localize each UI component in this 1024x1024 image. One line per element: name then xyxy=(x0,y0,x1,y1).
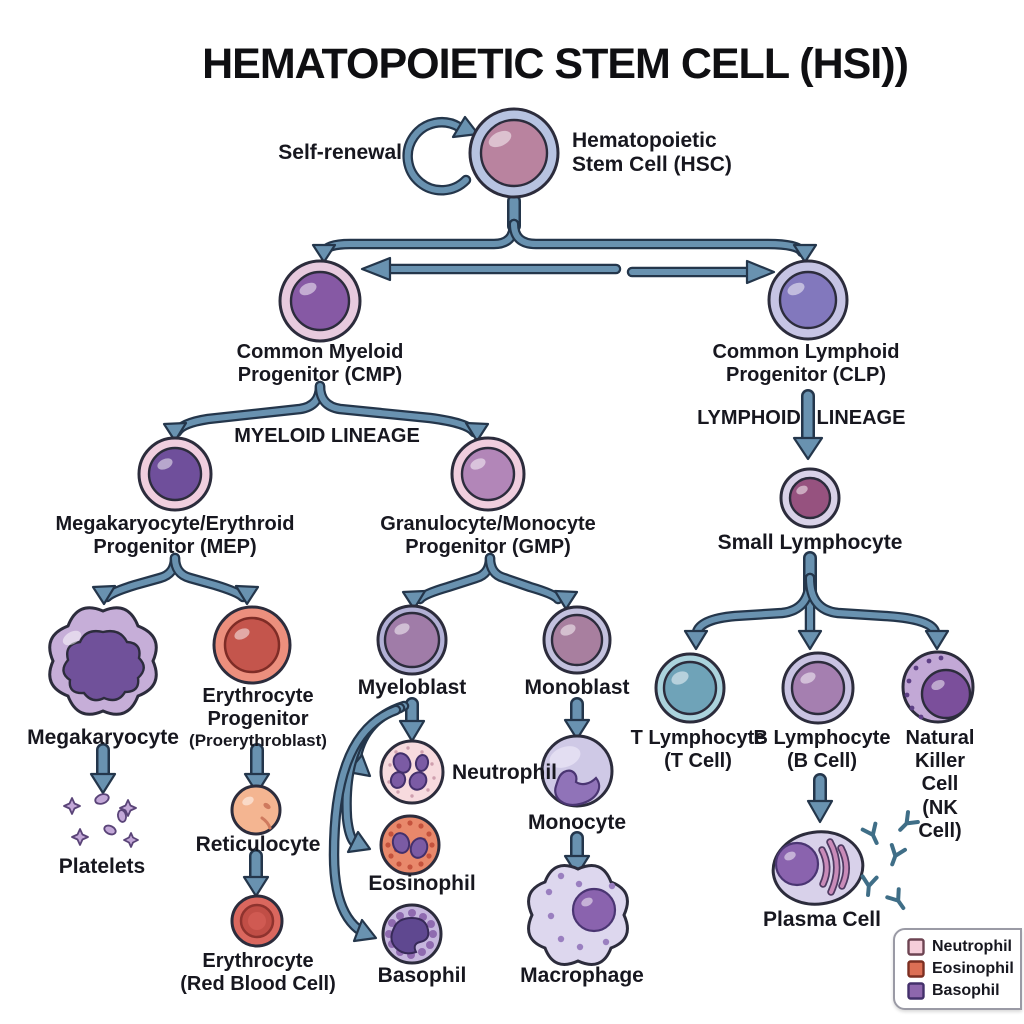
nk-cell-label: Natural Killer Cell (NK Cell) xyxy=(905,727,975,842)
nk-cell-icon xyxy=(901,650,975,724)
basophil-swatch-icon xyxy=(907,982,925,1000)
legend: Neutrophil Eosinophil Basophil xyxy=(893,928,1022,1010)
myeloblast-label: Myeloblast xyxy=(357,676,467,699)
megakaryocyte-label: Megakaryocyte xyxy=(27,726,179,749)
arrow-monoblast-to-monocyte xyxy=(563,697,591,741)
eosinophil-label: Eosinophil xyxy=(368,872,476,895)
mep-label: Megakaryocyte/Erythroid Progenitor (MEP) xyxy=(55,513,295,559)
arrow-ep-to-reticulocyte xyxy=(243,743,271,795)
platelets-label: Platelets xyxy=(58,855,146,878)
erythrocyte-cell-icon xyxy=(230,894,284,948)
basophil-label: Basophil xyxy=(377,964,467,987)
reticulocyte-cell-icon xyxy=(230,784,282,836)
myeloid-lineage-label: MYELOID LINEAGE xyxy=(234,425,420,447)
antibody-icons xyxy=(860,810,920,911)
gmp-label: Granulocyte/Monocyte Progenitor (GMP) xyxy=(380,513,596,559)
basophil-cell-icon xyxy=(381,903,443,965)
reticulocyte-label: Reticulocyte xyxy=(195,833,321,856)
b-cell-label: B Lymphocyte (B Cell) xyxy=(753,727,891,773)
gmp-cell-icon xyxy=(450,436,526,512)
arrow-bcell-to-plasma xyxy=(806,773,834,824)
eosinophil-cell-icon xyxy=(379,814,441,876)
neutrophil-label: Neutrophil xyxy=(452,761,557,784)
self-renewal-label: Self-renewal xyxy=(278,141,402,164)
arrow-horizontal-right xyxy=(626,259,776,285)
legend-item-label: Basophil xyxy=(932,982,1000,999)
eosinophil-swatch-icon xyxy=(907,960,925,978)
erythrocyte-progenitor-cell-icon xyxy=(212,605,292,685)
megakaryocyte-cell-icon xyxy=(48,606,158,716)
platelets-icon xyxy=(63,793,139,848)
arrow-gmp-to-myeloblast xyxy=(401,552,496,611)
neutrophil-swatch-icon xyxy=(907,938,925,956)
arrow-mep-to-erythrocyte-progenitor xyxy=(169,552,260,606)
t-cell-icon xyxy=(654,652,726,724)
self-renewal-arrow-icon xyxy=(402,115,480,196)
plasma-cell-label: Plasma Cell xyxy=(763,908,881,931)
arrow-gmp-to-monoblast xyxy=(484,552,579,611)
arrow-mep-to-megakaryocyte xyxy=(91,552,181,606)
arrow-cmp-to-gmp xyxy=(314,380,490,443)
cmp-label: Common Myeloid Progenitor (CMP) xyxy=(236,341,404,387)
page-title: HEMATOPOIETIC STEM CELL (HSI)) xyxy=(202,40,909,88)
monocyte-cell-icon xyxy=(540,734,614,808)
erythrocyte-progenitor-label: Erythrocyte Progenitor xyxy=(202,685,314,731)
lymphoid-word: LYMPHOID xyxy=(697,407,801,429)
arrow-lymphoid-lineage xyxy=(792,389,824,461)
macrophage-label: Macrophage xyxy=(520,964,644,987)
clp-cell-icon xyxy=(767,259,849,341)
plasma-cell-icon xyxy=(771,830,865,906)
small-lymphocyte-label: Small Lymphocyte xyxy=(717,531,903,554)
t-cell-label: T Lymphocyte (T Cell) xyxy=(630,727,766,773)
arrow-hsc-to-clp xyxy=(508,218,818,264)
macrophage-cell-icon xyxy=(527,864,629,966)
small-lymphocyte-cell-icon xyxy=(779,467,841,529)
legend-item-neutrophil: Neutrophil xyxy=(907,938,1020,956)
legend-item-label: Neutrophil xyxy=(932,938,1012,955)
monocyte-label: Monocyte xyxy=(527,811,627,834)
arrow-myeloblast-to-neutrophil xyxy=(398,697,426,743)
arrow-myeloblast-branch-curve xyxy=(328,700,410,943)
hsc-label: Hematopoietic Stem Cell (HSC) xyxy=(572,129,732,177)
cmp-cell-icon xyxy=(278,259,362,343)
b-cell-icon xyxy=(781,651,855,725)
arrow-horizontal-left xyxy=(360,256,622,282)
legend-item-eosinophil: Eosinophil xyxy=(907,960,1020,978)
myeloblast-cell-icon xyxy=(376,604,448,676)
arrow-smalllymphocyte-split xyxy=(683,551,950,651)
hsc-cell-icon xyxy=(468,107,560,199)
mep-cell-icon xyxy=(137,436,213,512)
proerythroblast-label: (Proerythroblast) xyxy=(189,731,327,750)
arrow-megakaryocyte-to-platelets xyxy=(89,743,117,795)
arrow-reticulocyte-to-erythrocyte xyxy=(242,849,270,898)
monoblast-cell-icon xyxy=(542,605,612,675)
clp-label: Common Lymphoid Progenitor (CLP) xyxy=(712,341,900,387)
neutrophil-cell-icon xyxy=(379,739,445,805)
legend-item-label: Eosinophil xyxy=(932,960,1014,977)
monoblast-label: Monoblast xyxy=(524,676,630,699)
erythrocyte-label: Erythrocyte (Red Blood Cell) xyxy=(180,950,336,996)
lineage-word: LINEAGE xyxy=(816,407,906,429)
legend-item-basophil: Basophil xyxy=(907,982,1020,1000)
arrow-hsc-to-cmp xyxy=(311,218,520,264)
